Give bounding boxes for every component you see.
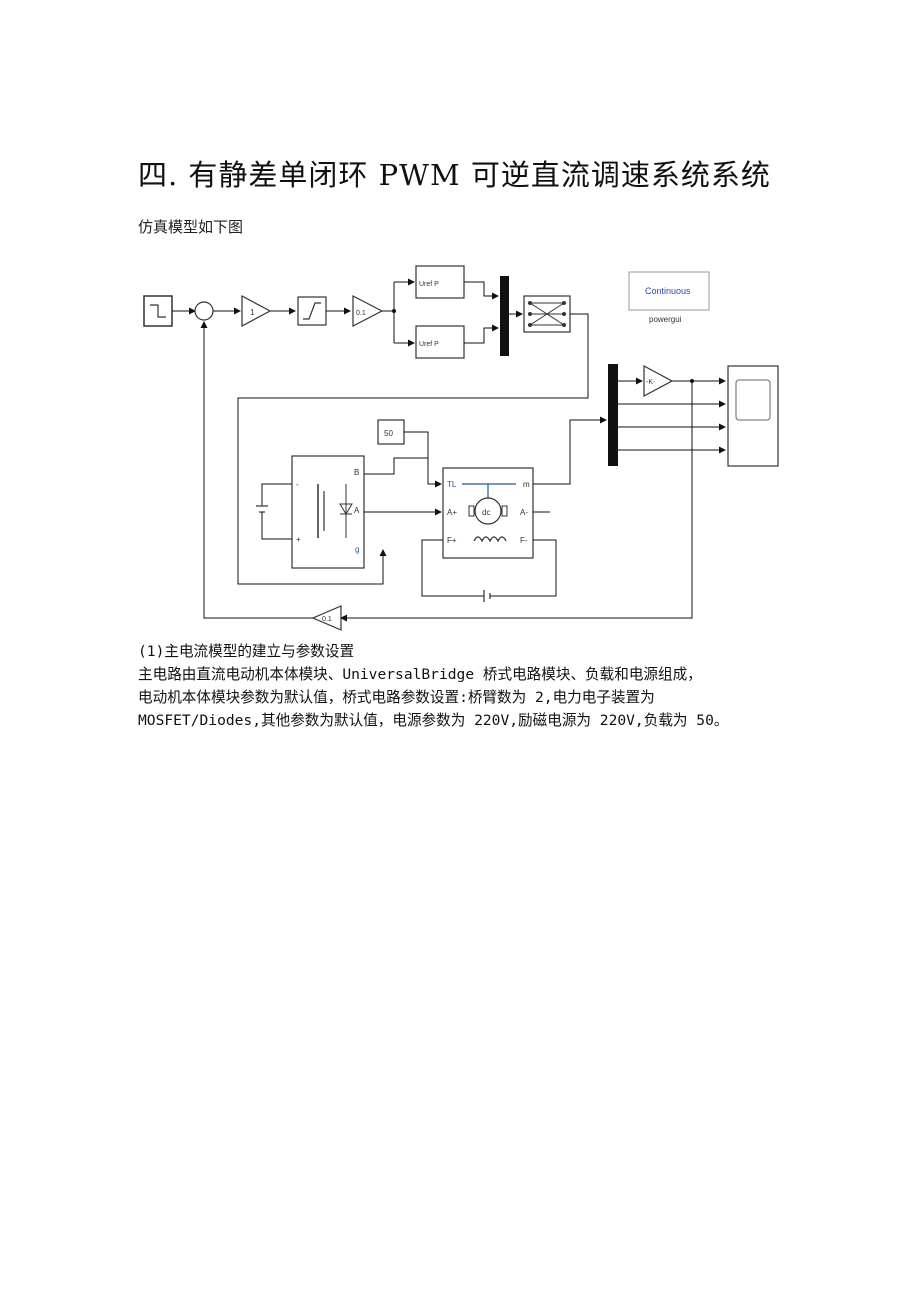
body-text: (1)主电流模型的建立与参数设置 主电路由直流电动机本体模块、Universal…: [138, 640, 898, 732]
powergui-mode-label: Continuous: [645, 286, 691, 296]
motor-dc-label: dc: [482, 508, 490, 517]
bridge-port-g: g: [355, 545, 359, 554]
powergui-block[interactable]: Continuous powergui: [628, 271, 710, 324]
bridge-port-b: B: [354, 468, 359, 477]
gain-2-label: 0.1: [356, 310, 366, 317]
pwm-generator-1[interactable]: Uref P: [415, 265, 465, 299]
motor-port-fminus: F-: [520, 536, 528, 545]
bridge-port-a: A: [354, 506, 360, 515]
step-source-block[interactable]: [143, 295, 173, 327]
mux-block-2[interactable]: [608, 364, 618, 466]
bridge-port-minus: -: [296, 480, 299, 489]
universal-bridge-block[interactable]: B A g - +: [291, 455, 365, 569]
selector-block[interactable]: [523, 295, 571, 333]
gain-block-2[interactable]: 0.1: [352, 295, 384, 327]
motor-port-aminus: A-: [520, 508, 528, 517]
bridge-port-plus: +: [296, 535, 301, 544]
scope-gain-block[interactable]: -K-: [643, 364, 674, 398]
page-heading: 四. 有静差单闭环 PWM 可逆直流调速系统系统: [138, 158, 771, 192]
body-line-2: 电动机本体模块参数为默认值，桥式电路参数设置:桥臂数为 2,电力电子装置为: [138, 689, 655, 706]
feedback-gain-block[interactable]: 0.1: [311, 605, 342, 631]
powergui-name-label: powergui: [649, 315, 682, 324]
scope-gain-label: -K-: [646, 379, 656, 386]
figure-caption: 仿真模型如下图: [138, 218, 244, 236]
motor-port-tl: TL: [447, 480, 457, 489]
section-title: (1)主电流模型的建立与参数设置: [138, 643, 355, 660]
pwm-generator-2[interactable]: Uref P: [415, 325, 465, 359]
load-constant-label: 50: [384, 429, 393, 438]
sum-block[interactable]: [194, 301, 214, 321]
body-line-1: 主电路由直流电动机本体模块、UniversalBridge 桥式电路模块、负载和…: [138, 666, 702, 683]
dc-machine-block[interactable]: dc TL m A+ A- F+ F-: [442, 467, 534, 559]
body-line-3: MOSFET/Diodes,其他参数为默认值，电源参数为 220V,励磁电源为 …: [138, 712, 729, 729]
load-constant-block[interactable]: 50: [377, 419, 405, 445]
simulink-diagram: 1 0.1 Uref P Uref P: [143, 265, 779, 631]
motor-port-fplus: F+: [447, 536, 457, 545]
scope-block[interactable]: [727, 365, 779, 467]
dc-source-block[interactable]: [256, 483, 292, 540]
gain-block-1[interactable]: 1: [241, 294, 272, 328]
saturation-block[interactable]: [297, 296, 327, 326]
feedback-gain-label: 0.1: [322, 616, 332, 623]
mux-block-1[interactable]: [500, 276, 509, 356]
pwm-1-label: Uref P: [419, 281, 439, 288]
gain-1-label: 1: [250, 308, 255, 317]
motor-port-aplus: A+: [447, 508, 457, 517]
motor-port-m: m: [523, 480, 530, 489]
pwm-2-label: Uref P: [419, 341, 439, 348]
